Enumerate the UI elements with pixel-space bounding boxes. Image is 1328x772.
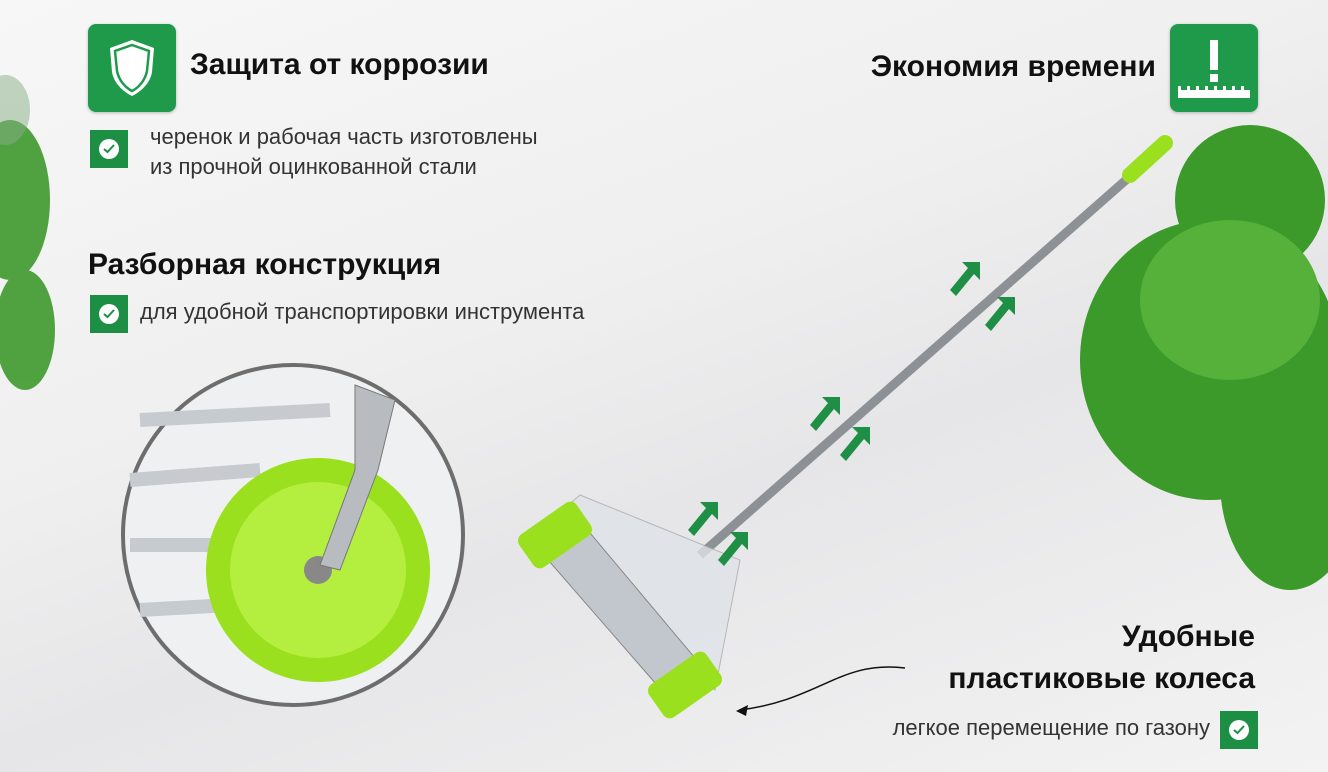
curved-pointer-arrow <box>739 666 906 711</box>
shield-icon-box <box>88 24 176 112</box>
shield-icon <box>110 40 154 96</box>
check-icon <box>1220 711 1258 749</box>
wheels-text: легкое перемещение по газону <box>892 715 1210 740</box>
corrosion-line-2: из прочной оцинкованной стали <box>150 154 477 179</box>
corrosion-text: черенок и рабочая часть изготовлены из п… <box>150 122 538 182</box>
check-icon <box>90 295 128 333</box>
assembly-arrows <box>688 262 1015 566</box>
corrosion-title: Защита от коррозии <box>190 48 489 81</box>
collapsible-text: для удобной транспортировки инструмента <box>140 299 585 324</box>
wheels-title-line-2: пластиковые колеса <box>948 662 1255 695</box>
aerator-tool <box>517 135 1173 719</box>
collapsible-title: Разборная конструкция <box>88 248 442 281</box>
wheel-closeup <box>121 363 465 707</box>
right-foliage <box>1080 125 1328 590</box>
check-icon <box>90 130 128 168</box>
left-foliage <box>0 75 55 390</box>
time-title: Экономия времени <box>870 50 1156 83</box>
exclamation-ruler-icon <box>1170 24 1258 112</box>
wheels-title: Удобные пластиковые колеса <box>948 616 1255 700</box>
wheels-title-line-1: Удобные <box>1121 620 1255 653</box>
corrosion-line-1: черенок и рабочая часть изготовлены <box>150 124 538 149</box>
